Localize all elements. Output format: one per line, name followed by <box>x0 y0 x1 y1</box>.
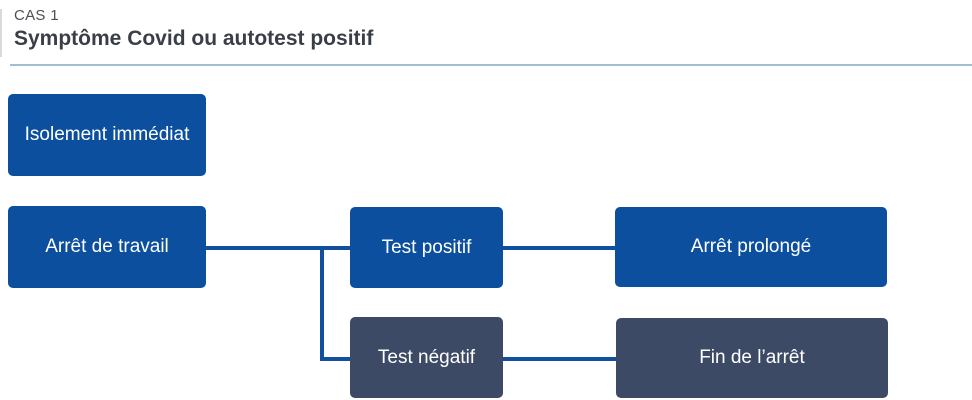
connector-test-positif-to-arret-prolonge <box>503 246 615 250</box>
flow-node-test-negatif: Test négatif <box>350 317 503 398</box>
connector-branch-vertical <box>320 246 324 361</box>
page-title: Symptôme Covid ou autotest positif <box>14 27 374 50</box>
header-divider <box>10 64 972 66</box>
flow-node-arret-prolonge: Arrêt prolongé <box>615 207 887 287</box>
flow-node-isolement-immediat: Isolement immédiat <box>8 94 206 176</box>
case-kicker: CAS 1 <box>14 7 59 24</box>
flow-node-test-positif: Test positif <box>350 207 503 288</box>
connector-arret-to-branch <box>206 246 350 250</box>
connector-branch-to-test-negatif <box>320 357 350 361</box>
left-edge-fragment <box>0 9 2 57</box>
connector-test-negatif-to-fin-de-l-arret <box>503 357 616 361</box>
flow-node-fin-de-l-arret: Fin de l’arrêt <box>616 318 888 398</box>
flow-node-arret-de-travail: Arrêt de travail <box>8 206 206 288</box>
